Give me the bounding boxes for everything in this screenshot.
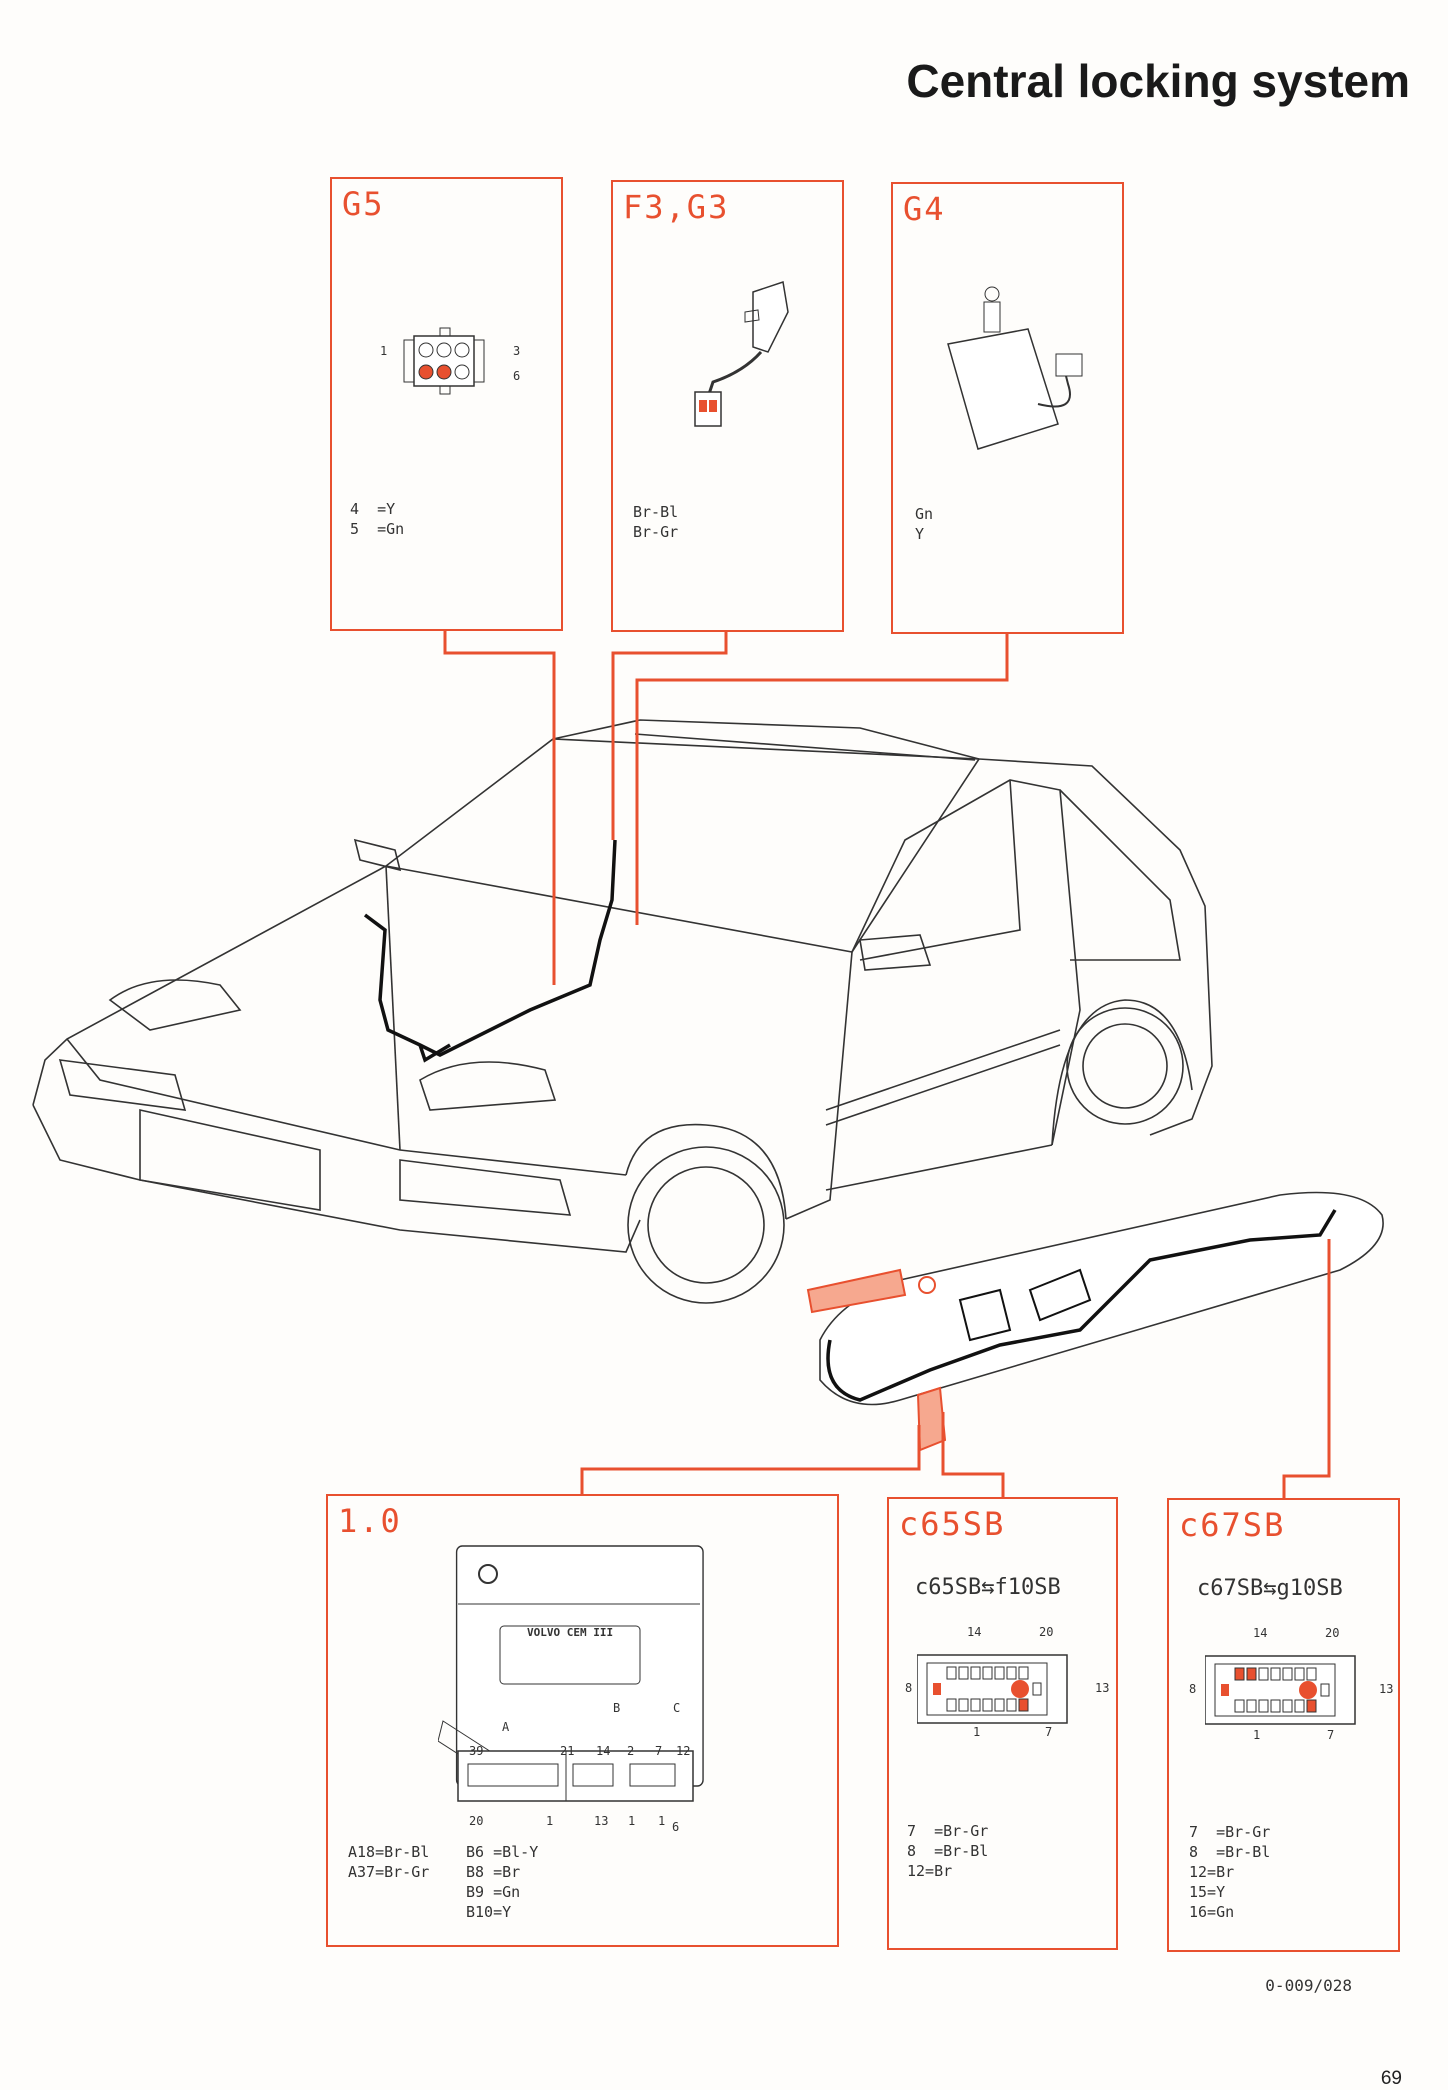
legend-line: A18=Br-Bl (348, 1843, 430, 1861)
pin-label: 20 (1325, 1626, 1340, 1640)
box-label: F3,G3 (623, 188, 730, 226)
legend-line: B8 =Br (466, 1863, 521, 1881)
connector-label: C (673, 1701, 681, 1715)
twenty-pin-connector-icon (917, 1654, 1068, 1724)
legend-line: B9 =Gn (466, 1883, 521, 1901)
leader-f3g3 (611, 631, 728, 840)
box-label: c65SB (899, 1505, 1006, 1543)
document-number: 0-009/028 (1265, 1976, 1352, 1995)
wire-legend: 7 =Br-Gr 8 =Br-Bl 12=Br (907, 1821, 988, 1881)
legend-line: 8 =Br-Bl (1189, 1843, 1271, 1861)
pin-label: 21 (560, 1744, 575, 1758)
legend-line: 5 =Gn (350, 520, 405, 538)
leader-cem (580, 1425, 921, 1494)
pin-label: 8 (1189, 1682, 1197, 1696)
box-label: G4 (903, 190, 946, 228)
legend-line: 15=Y (1189, 1883, 1226, 1901)
pin-label: 20 (1039, 1625, 1054, 1639)
central-electronic-module-icon (438, 1545, 704, 1802)
pin-label: 1 (546, 1814, 554, 1828)
pin-label: 1 (628, 1814, 636, 1828)
pin-label: 7 (655, 1744, 663, 1758)
pin-label: 3 (513, 344, 521, 358)
pin-label: 13 (1095, 1681, 1110, 1695)
pin-label: 13 (1379, 1682, 1394, 1696)
pin-label: 7 (1045, 1725, 1053, 1739)
page-number: 69 (1380, 2068, 1402, 2089)
wire-legend: 4 =Y 5 =Gn (350, 499, 404, 539)
legend-line: 7 =Br-Gr (907, 1822, 989, 1840)
leader-c67sb (1282, 1239, 1331, 1498)
legend-line: 12=Br (1189, 1863, 1235, 1881)
legend-line: 16=Gn (1189, 1903, 1235, 1921)
legend-line: 4 =Y (350, 500, 396, 518)
dashboard-illustration (806, 1191, 1384, 1452)
connector-leader-lines (443, 630, 1331, 1498)
box-label: G5 (342, 185, 385, 223)
pin-label: 14 (967, 1625, 982, 1639)
six-pin-connector-icon (403, 327, 485, 395)
pin-label: 1 (1253, 1728, 1261, 1742)
connector-label: A (502, 1720, 510, 1734)
wire-legend: 7 =Br-Gr 8 =Br-Bl 12=Br 15=Y 16=Gn (1189, 1822, 1270, 1922)
legend-line: Y (915, 525, 925, 543)
box-label: 1.0 (338, 1502, 402, 1540)
leader-g5 (443, 630, 556, 985)
pin-label: 14 (1253, 1626, 1268, 1640)
twenty-pin-connector-icon (1205, 1655, 1356, 1725)
lock-motor-icon (947, 286, 1083, 450)
pin-label: 2 (627, 1744, 635, 1758)
box-label: c67SB (1179, 1506, 1286, 1544)
pin-label: 6 (513, 369, 521, 383)
pin-label: 7 (1327, 1728, 1335, 1742)
legend-line: Br-Gr (633, 523, 679, 541)
connector-label: B (613, 1701, 621, 1715)
hood-wiring-harness (363, 839, 617, 1063)
car-outline (32, 719, 1213, 1304)
door-switch-icon (694, 281, 789, 427)
connector-box-g5: G5 1 3 6 4 =Y 5 =Gn (330, 177, 563, 631)
pin-label: 14 (596, 1744, 611, 1758)
legend-line: A37=Br-Gr (348, 1863, 430, 1881)
connector-box-c65sb: c65SB c65SB⇆f10SB 14 20 8 13 1 7 7 =Br-G… (887, 1497, 1118, 1950)
pin-label: 13 (594, 1814, 609, 1828)
legend-line: B10=Y (466, 1903, 512, 1921)
pin-label: 6 (672, 1820, 680, 1834)
legend-line: 7 =Br-Gr (1189, 1823, 1271, 1841)
legend-line: B6 =Bl-Y (466, 1843, 539, 1861)
legend-line: 8 =Br-Bl (907, 1842, 989, 1860)
page-title: Central locking system (906, 55, 1410, 107)
pin-label: 1 (380, 344, 388, 358)
connector-box-cem: 1.0 VOLVO CEM III A B C 39 21 14 2 7 12 … (326, 1494, 839, 1947)
leader-g4 (635, 633, 1009, 925)
pin-label: 20 (469, 1814, 484, 1828)
pin-label: 12 (676, 1744, 691, 1758)
pin-label: 1 (658, 1814, 666, 1828)
volvo-logo: VOLVO CEM III (527, 1626, 614, 1639)
pin-label: 1 (973, 1725, 981, 1739)
connector-pair-label: c65SB⇆f10SB (915, 1575, 1061, 1600)
legend-line: Br-Bl (633, 503, 679, 521)
leader-c65sb (941, 1412, 1005, 1497)
connector-box-c67sb: c67SB c67SB⇆g10SB 14 20 8 13 1 7 7 =Br-G… (1167, 1498, 1400, 1952)
pin-label: 39 (469, 1744, 484, 1758)
legend-line: 12=Br (907, 1862, 953, 1880)
connector-pair-label: c67SB⇆g10SB (1197, 1576, 1343, 1601)
pin-label: 8 (905, 1681, 913, 1695)
legend-line: Gn (915, 505, 934, 523)
